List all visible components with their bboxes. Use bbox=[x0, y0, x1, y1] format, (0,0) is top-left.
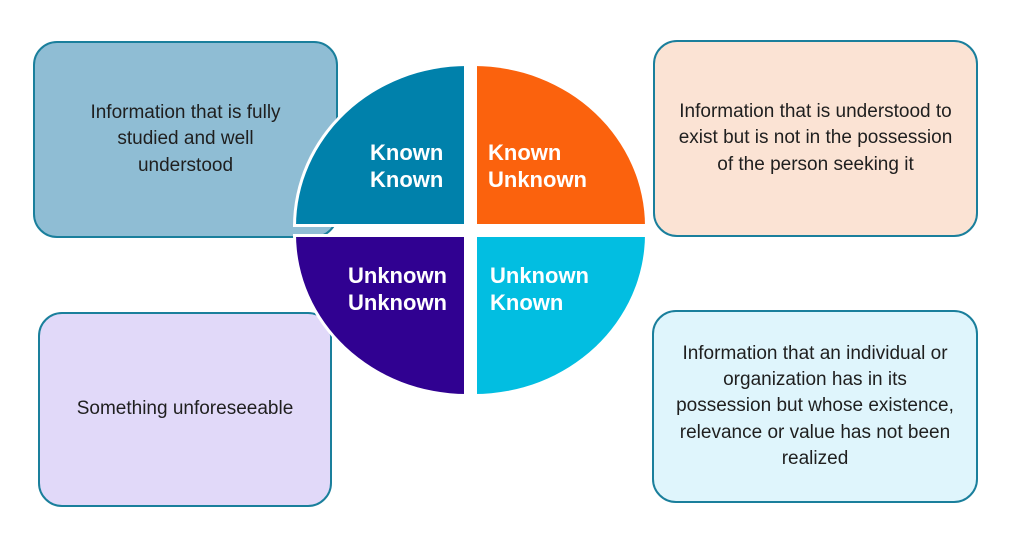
callout-unknown-known-text: Information that an individual or organi… bbox=[676, 342, 954, 469]
label-unknown-unknown-line2: Unknown bbox=[348, 290, 447, 315]
label-unknown-unknown-line1: Unknown bbox=[348, 263, 447, 288]
callout-unknown-unknown-text: Something unforeseeable bbox=[76, 398, 294, 420]
label-unknown-known-line1: Unknown bbox=[490, 263, 589, 288]
callout-known-known: Information that is fully studied and we… bbox=[33, 41, 338, 238]
label-known-known: Known Known bbox=[370, 139, 443, 193]
label-unknown-known: Unknown Known bbox=[490, 262, 589, 316]
label-known-unknown-line2: Unknown bbox=[488, 167, 587, 192]
callout-known-unknown: Information that is understood to exist … bbox=[653, 40, 978, 237]
label-unknown-known-line2: Known bbox=[490, 290, 564, 315]
callout-unknown-known: Information that an individual or organi… bbox=[652, 310, 978, 503]
callout-unknown-unknown: Something unforeseeable bbox=[38, 312, 332, 507]
callout-known-unknown-text: Information that is understood to exist … bbox=[678, 101, 953, 175]
label-unknown-unknown: Unknown Unknown bbox=[348, 262, 447, 316]
label-known-unknown: Known Unknown bbox=[488, 139, 587, 193]
label-known-unknown-line1: Known bbox=[488, 140, 562, 165]
label-known-known-line1: Known bbox=[370, 140, 444, 165]
callout-known-known-text: Information that is fully studied and we… bbox=[90, 102, 281, 176]
quadrant-circle: Known Known Known Unknown Unknown Unknow… bbox=[293, 63, 648, 397]
label-known-known-line2: Known bbox=[370, 167, 444, 192]
